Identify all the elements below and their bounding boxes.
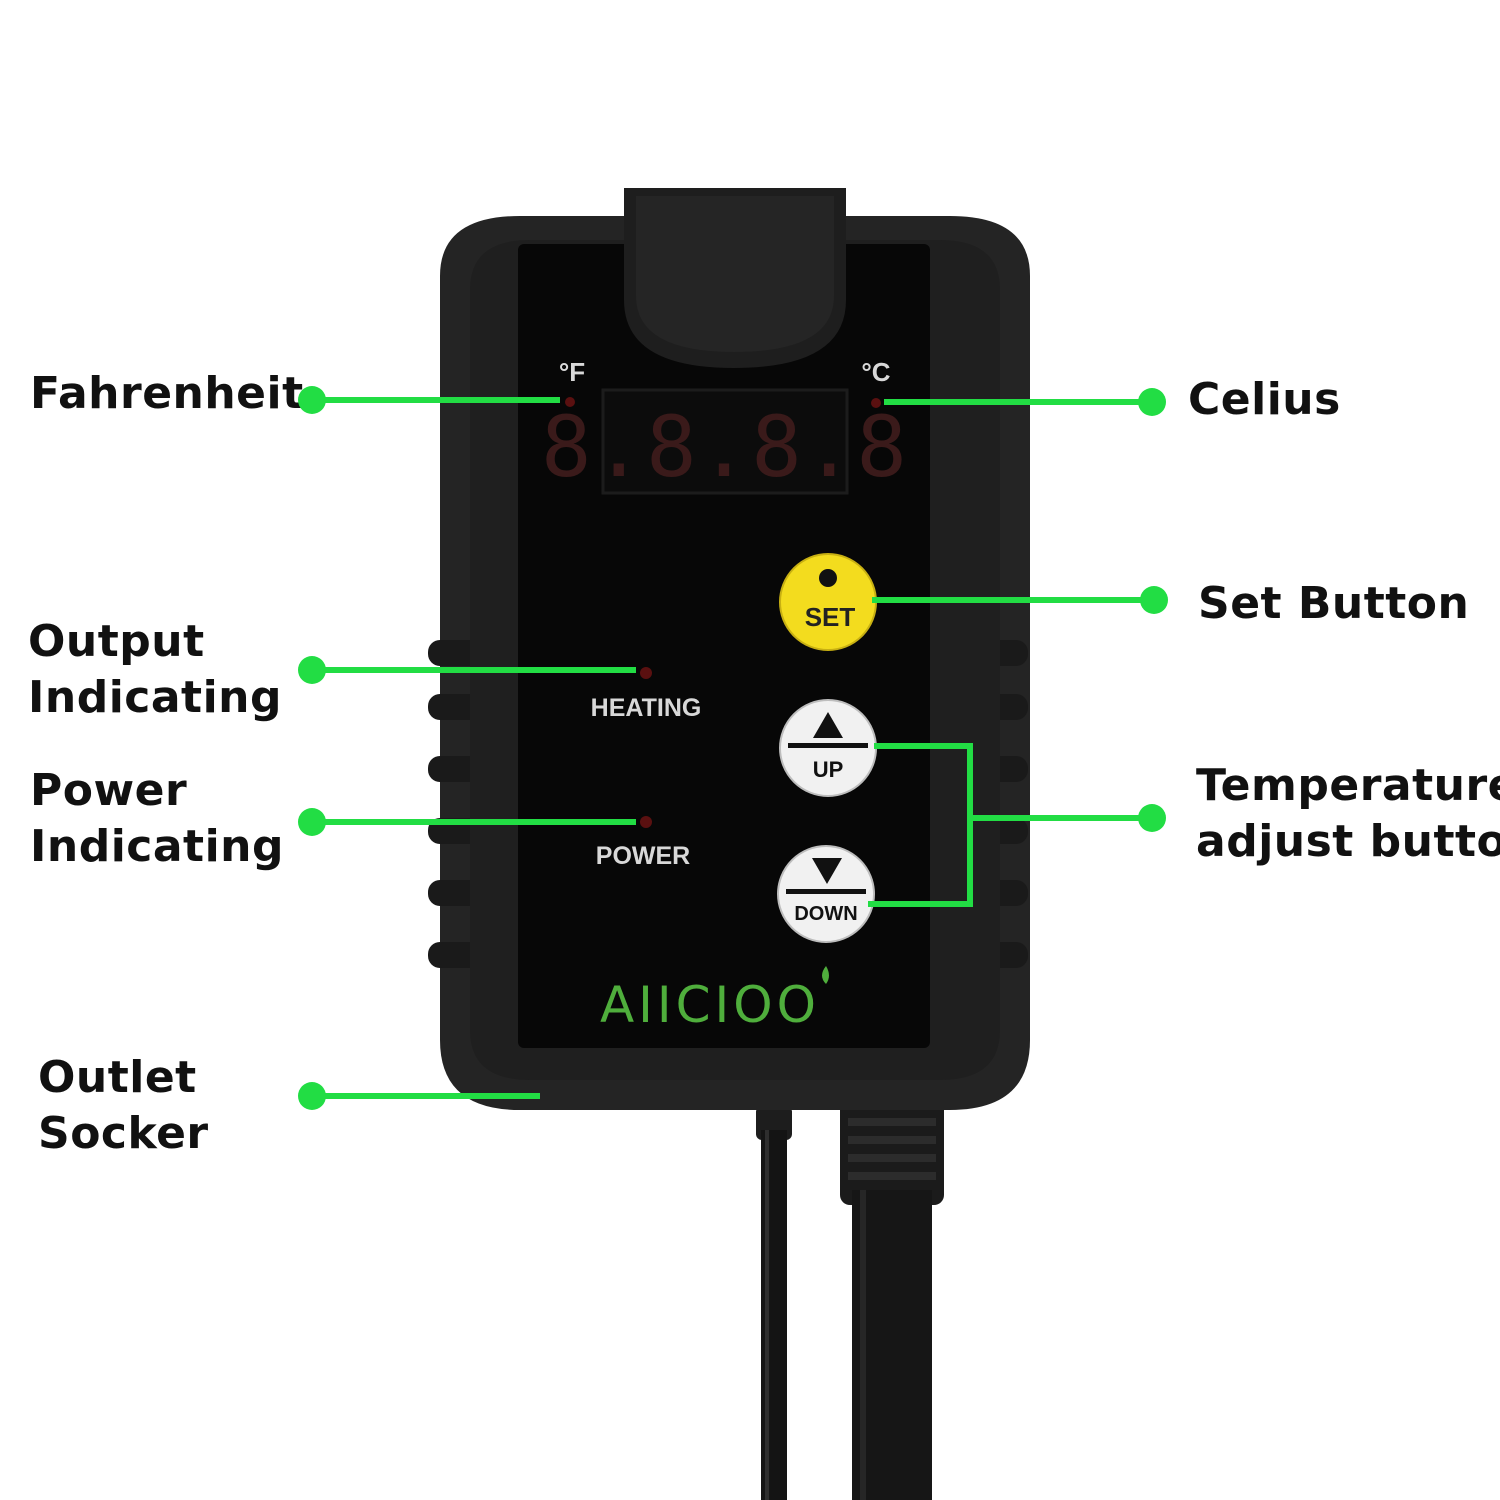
fahrenheit-dot	[298, 386, 326, 414]
power-dot	[298, 808, 326, 836]
outlet-dot	[298, 1082, 326, 1110]
set-button-text: SET	[805, 602, 856, 632]
celsius-label: Celius	[1188, 374, 1341, 425]
output-indicating-label: Output Indicating	[28, 616, 282, 723]
display-readout: 8.8.8.8	[541, 398, 909, 496]
down-button[interactable]: DOWN	[777, 845, 875, 943]
celsius-dot	[1138, 388, 1166, 416]
output-dot	[298, 656, 326, 684]
brand-leaf-icon	[822, 966, 829, 984]
heating-led	[640, 667, 652, 679]
outlet-socker-label: Outlet Socker	[38, 1052, 209, 1159]
celsius-unit-label: °C	[861, 357, 890, 387]
down-button-text: DOWN	[794, 903, 857, 925]
fahrenheit-label: Fahrenheit	[30, 368, 304, 419]
up-arrow-icon	[813, 712, 843, 738]
power-indicating-label: Power Indicating	[30, 765, 284, 872]
set-button[interactable]: SET	[779, 553, 877, 651]
set-button-label: Set Button	[1198, 578, 1470, 629]
fahrenheit-unit-label: °F	[559, 357, 585, 387]
power-led	[640, 816, 652, 828]
brand-logo: AIICIOO	[600, 976, 820, 1034]
power-label: POWER	[596, 842, 690, 870]
celsius-led	[871, 398, 881, 408]
set-button-dot	[1140, 586, 1168, 614]
temperature-adjust-label: Temperature adjust button	[1196, 760, 1500, 867]
down-arrow-icon	[812, 858, 842, 884]
heating-label: HEATING	[591, 694, 702, 722]
up-button[interactable]: UP	[779, 699, 877, 797]
thin-sensor-cable	[756, 1106, 792, 1500]
power-cable	[840, 1095, 944, 1500]
fahrenheit-led	[565, 397, 575, 407]
callout-connectors	[312, 397, 1154, 1099]
callout-dots	[298, 386, 1168, 1110]
temp-adjust-dot	[1138, 804, 1166, 832]
up-button-text: UP	[813, 757, 844, 782]
temp-adjust-bracket	[868, 743, 973, 907]
led-display	[601, 388, 849, 495]
set-button-dot-icon	[819, 569, 837, 587]
